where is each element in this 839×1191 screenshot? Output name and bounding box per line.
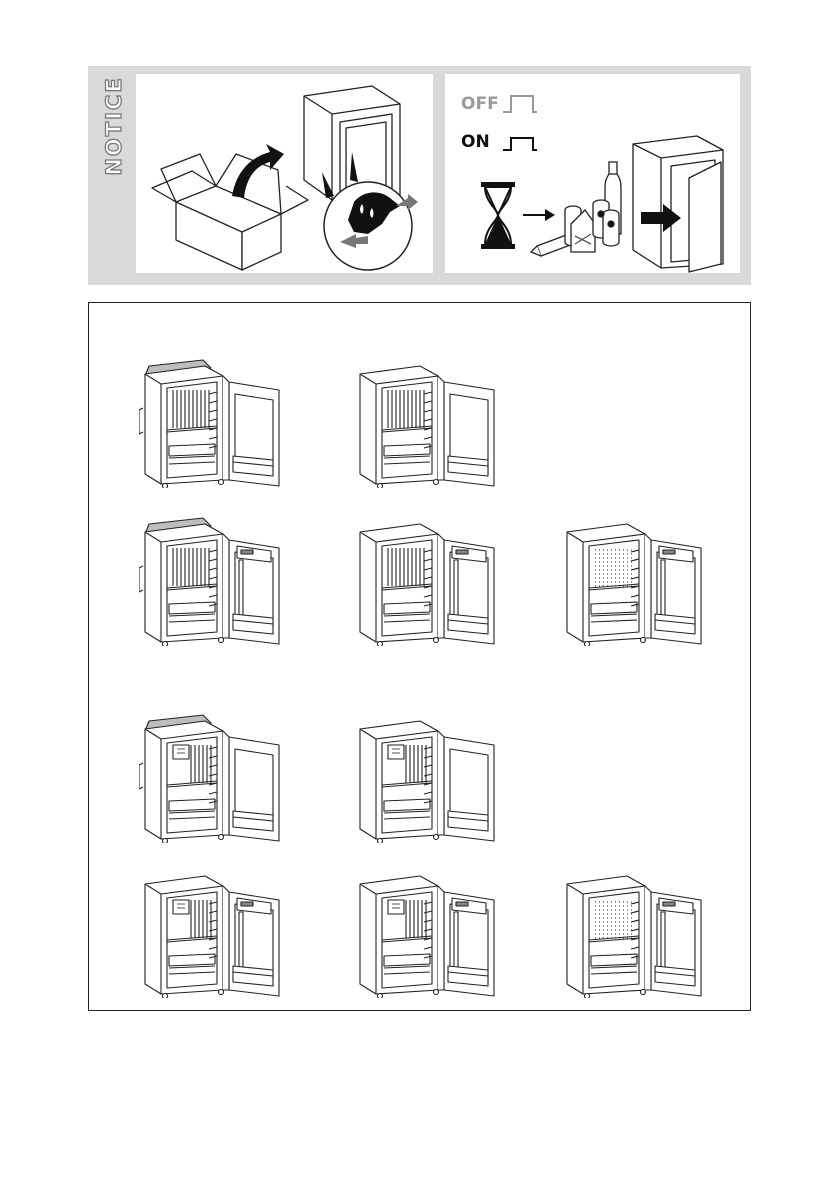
fridge-open-icon <box>354 358 504 488</box>
fridge-open-icon <box>139 358 289 488</box>
arrow-right-icon <box>523 209 555 221</box>
fridge-open-icon <box>139 713 289 843</box>
fridge-variant-8 <box>139 868 289 998</box>
box-icon <box>152 154 308 270</box>
fridge-variant-10 <box>561 868 711 998</box>
fridge-variant-1 <box>139 358 289 488</box>
fridge-variant-2 <box>354 358 504 488</box>
fridge-open-icon <box>561 516 711 646</box>
fridge-open-icon <box>354 868 504 998</box>
food-and-drinks-icon <box>531 162 621 256</box>
notice-band: NOTICE <box>88 66 751 285</box>
unpacking-panel <box>136 74 433 273</box>
fridge-open-icon <box>354 713 504 843</box>
notice-label: NOTICE <box>94 66 134 285</box>
fridge-variant-6 <box>139 713 289 843</box>
fridge-variant-3 <box>139 516 289 646</box>
switch-off-icon <box>503 96 537 112</box>
fridge-icon <box>304 86 400 200</box>
fridge-open-icon <box>139 516 289 646</box>
fridge-variant-4 <box>354 516 504 646</box>
startup-panel: OFF ON <box>445 74 740 273</box>
fridge-open-icon <box>139 868 289 998</box>
fridge-variant-7 <box>354 713 504 843</box>
fridge-open-icon <box>354 516 504 646</box>
fridge-variant-5 <box>561 516 711 646</box>
curved-arrow-icon <box>232 144 284 198</box>
switch-on-icon <box>503 138 537 150</box>
notice-label-text: NOTICE <box>102 76 126 175</box>
fridge-open-icon <box>633 136 723 272</box>
fridge-open-icon <box>561 868 711 998</box>
fridge-models-frame <box>88 302 751 1011</box>
fridge-variant-9 <box>354 868 504 998</box>
hourglass-icon <box>481 182 515 249</box>
